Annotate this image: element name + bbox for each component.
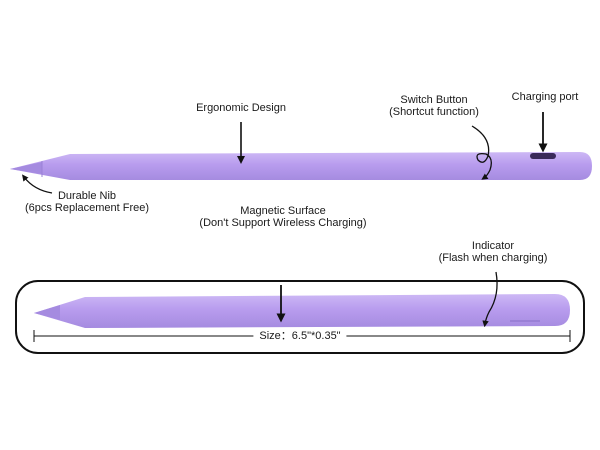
durable-nib-note: (6pcs Replacement Free) <box>24 202 150 214</box>
indicator-arrow <box>482 271 498 328</box>
ergonomic-design-label: Ergonomic Design <box>196 102 286 114</box>
switch-button-text: Switch Button <box>400 94 468 106</box>
magnetic-surface-text: Magnetic Surface <box>240 205 326 217</box>
stylus-top <box>10 152 592 180</box>
charging-port-label: Charging port <box>512 91 579 103</box>
indicator-label: Indicator (Flash when charging) <box>439 240 548 264</box>
durable-nib-text: Durable Nib <box>57 190 117 202</box>
stylus-bottom-body <box>34 294 570 328</box>
stylus-top-nib <box>10 162 42 174</box>
switch-button-note: (Shortcut function) <box>389 106 479 118</box>
size-label: Size：6.5"*0.35" <box>253 330 347 343</box>
stylus-top-body <box>10 152 592 180</box>
ergonomic-design-text: Ergonomic Design <box>196 102 286 114</box>
stylus-bottom-nib <box>34 305 60 320</box>
charging-port-text: Charging port <box>511 91 579 103</box>
magnetic-surface-note: (Don't Support Wireless Charging) <box>199 217 367 229</box>
switch-button-arrow <box>471 125 492 180</box>
stylus-bottom <box>34 294 570 328</box>
magnetic-surface-label: Magnetic Surface (Don't Support Wireless… <box>199 205 366 229</box>
indicator-note: (Flash when charging) <box>438 252 548 264</box>
durable-nib-label: Durable Nib (6pcs Replacement Free) <box>25 190 149 214</box>
charging-port <box>530 153 556 159</box>
indicator-text: Indicator <box>471 240 515 252</box>
bottom-frame <box>15 280 585 354</box>
nib-arrow <box>22 174 53 194</box>
switch-button-label: Switch Button (Shortcut function) <box>389 94 479 118</box>
